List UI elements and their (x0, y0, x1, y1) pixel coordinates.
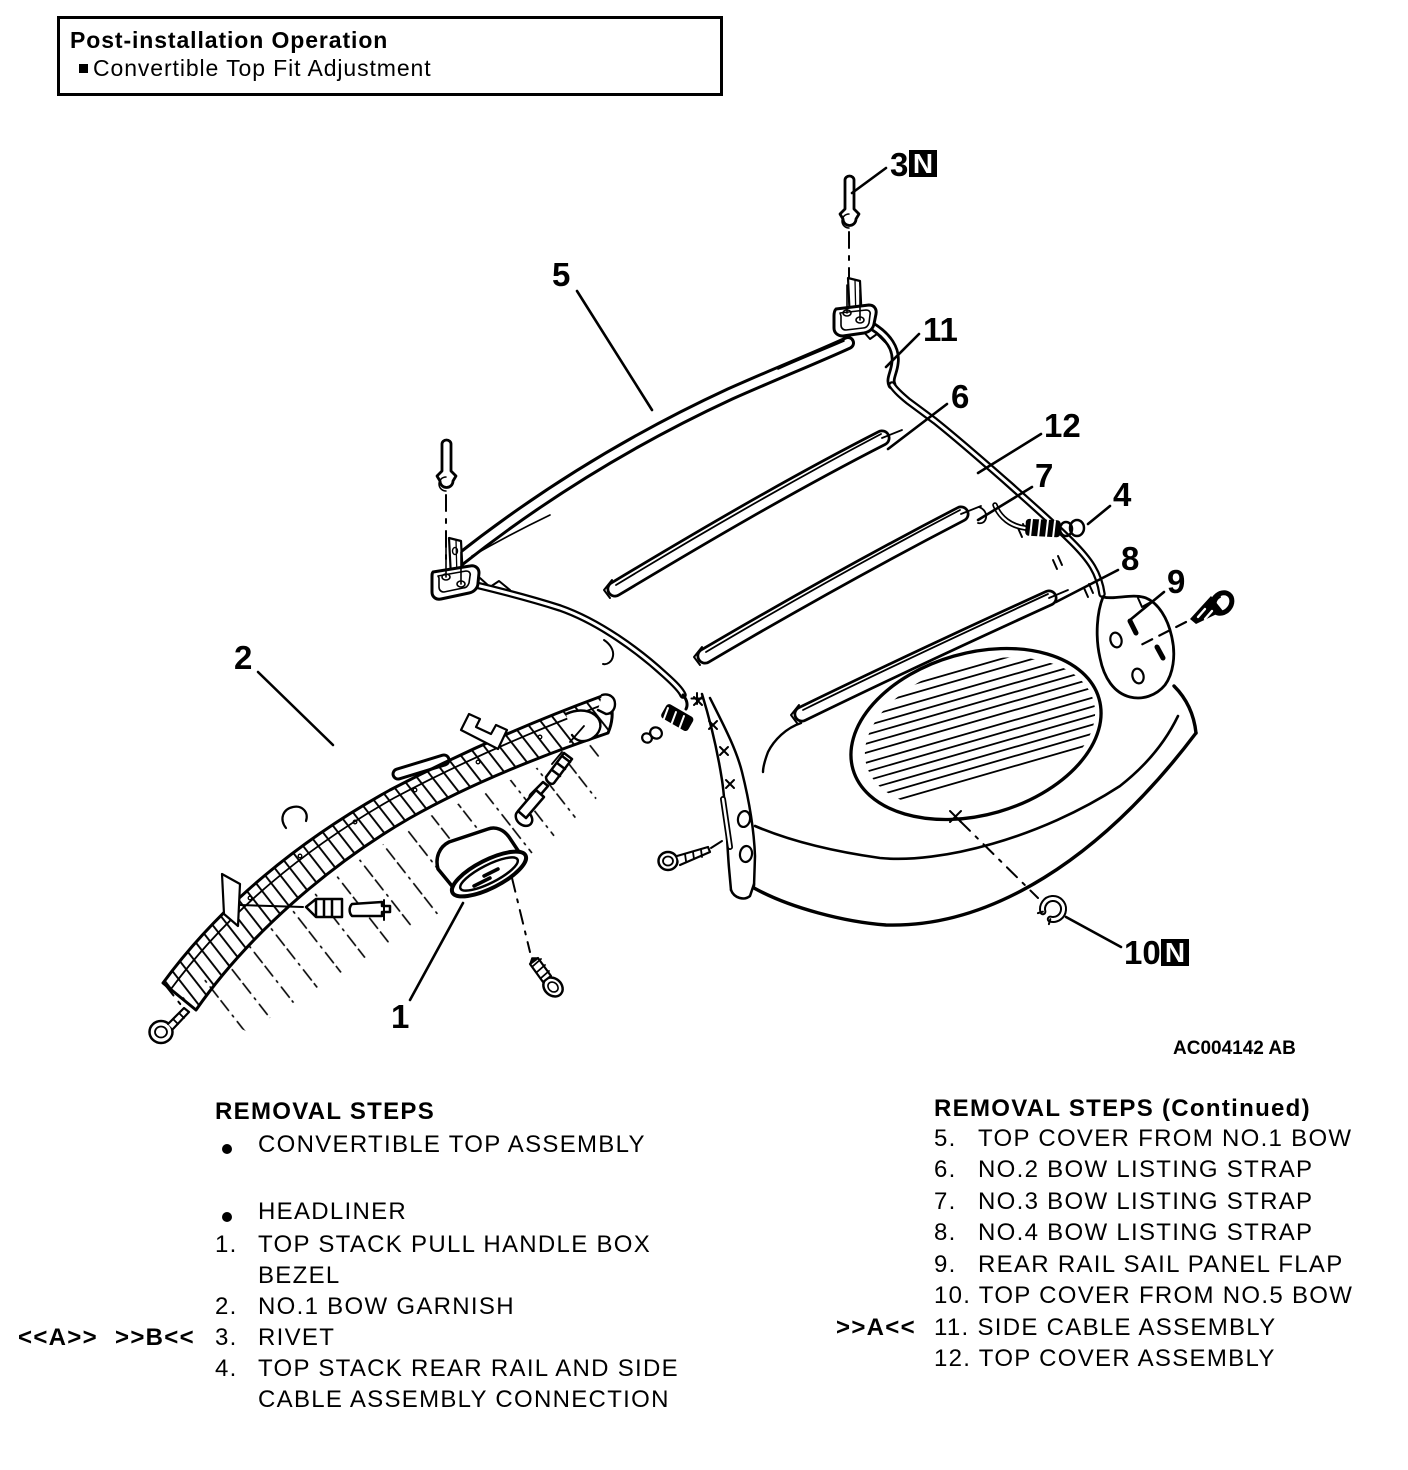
svg-text:9: 9 (1167, 563, 1185, 600)
svg-text:3: 3 (890, 146, 908, 183)
svg-text:10: 10 (1124, 934, 1161, 971)
svg-text:8: 8 (1121, 540, 1139, 577)
svg-text:AC004142 AB: AC004142 AB (1173, 1038, 1296, 1059)
svg-text:4: 4 (1113, 476, 1132, 513)
svg-text:1: 1 (391, 998, 409, 1035)
svg-text:12: 12 (1044, 407, 1081, 444)
svg-text:5: 5 (552, 256, 570, 293)
svg-text:7: 7 (1035, 457, 1053, 494)
svg-text:N: N (913, 148, 933, 179)
svg-text:6: 6 (951, 378, 969, 415)
svg-text:11: 11 (923, 311, 958, 348)
svg-text:2: 2 (234, 639, 252, 676)
svg-text:N: N (1165, 937, 1185, 968)
